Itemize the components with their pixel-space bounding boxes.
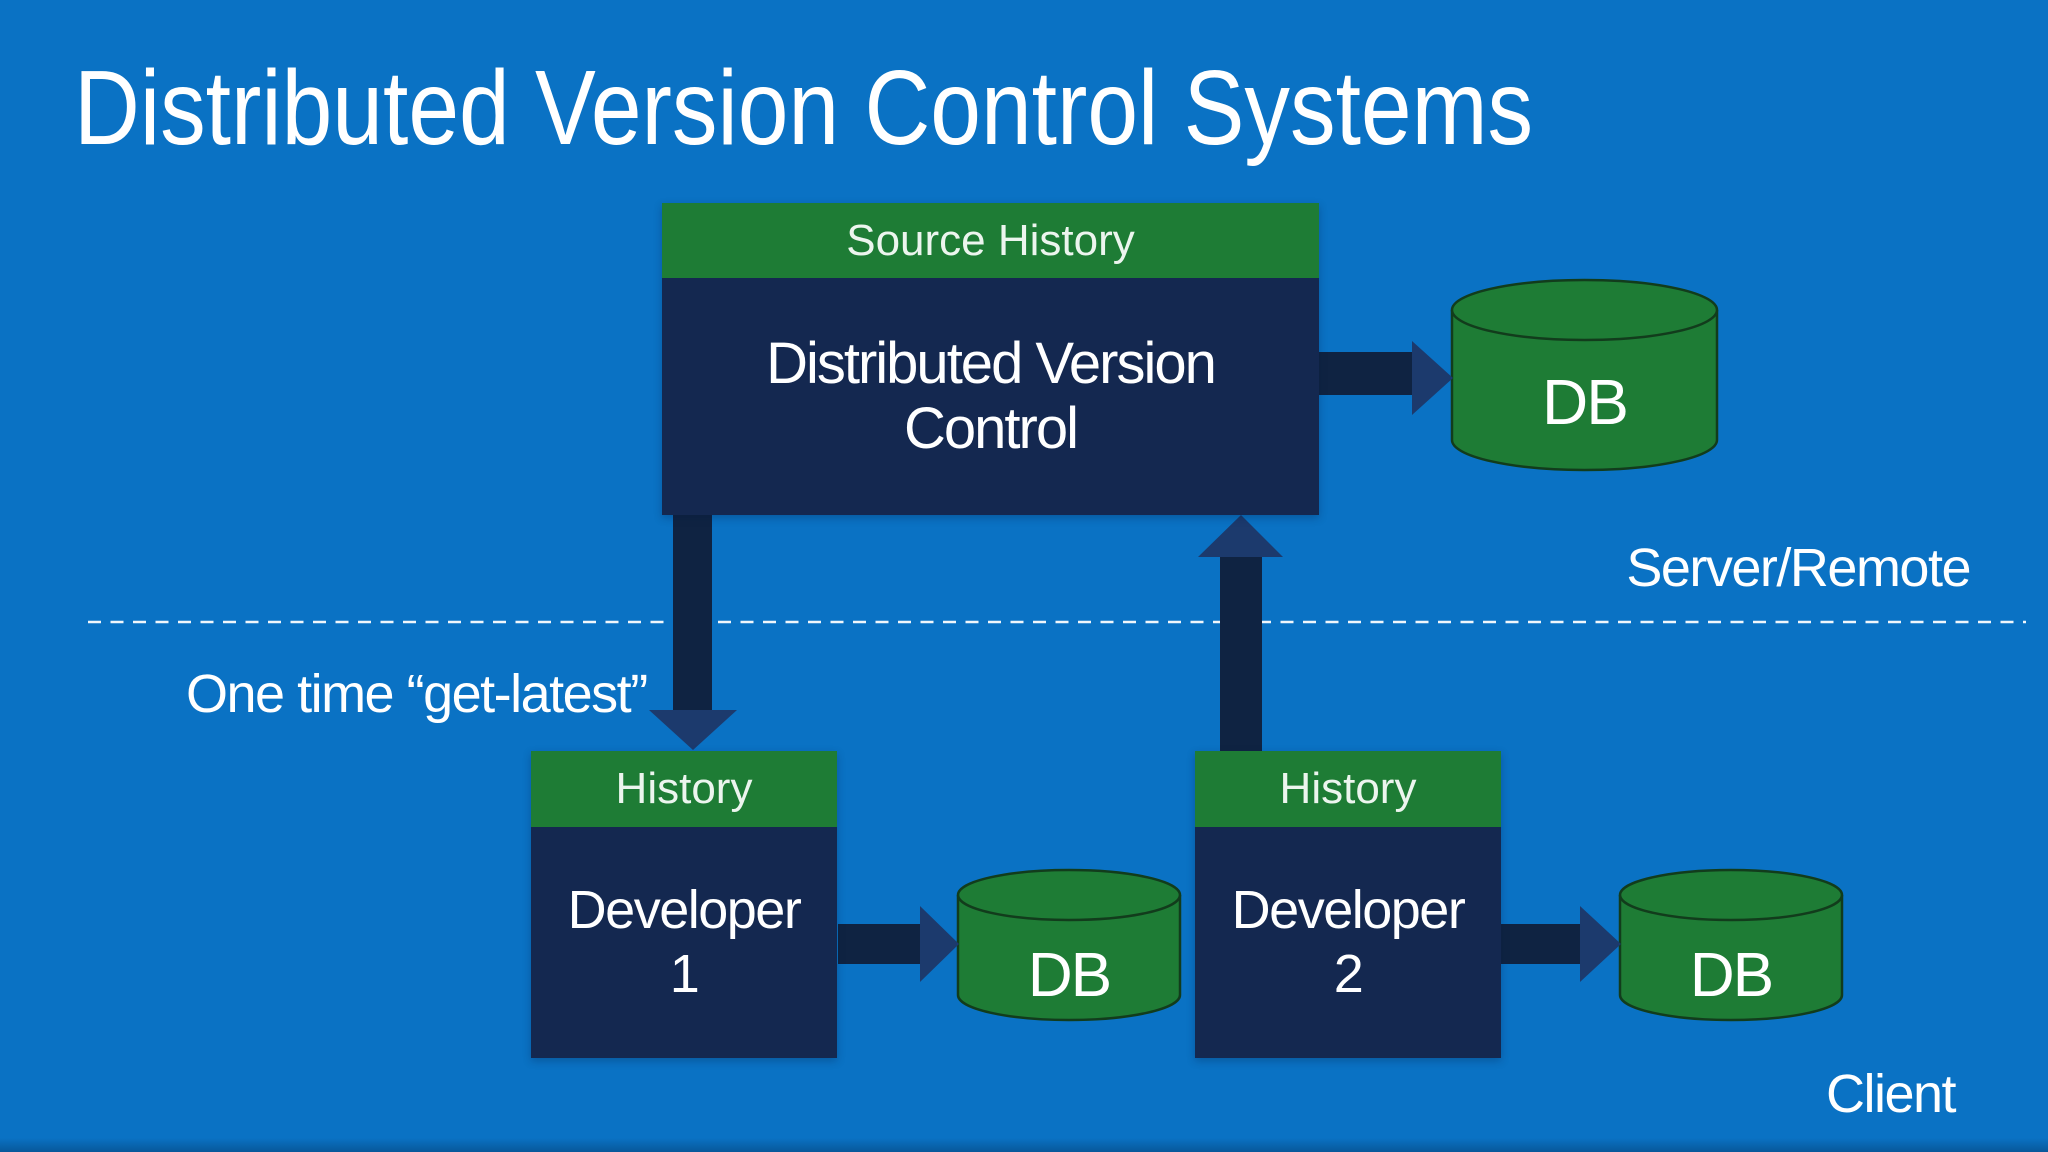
page-title: Distributed Version Control Systems	[74, 49, 1534, 167]
server-db-cylinder-top	[1450, 278, 1719, 342]
dvc-box: Source History Distributed Version Contr…	[662, 203, 1319, 515]
dev2-box: History Developer 2	[1195, 751, 1501, 1058]
dev2-db-label: DB	[1689, 941, 1774, 1010]
dev1-db-label: DB	[1027, 941, 1112, 1010]
server-db-label: DB	[1542, 366, 1629, 438]
arrow-dev1-to-db	[838, 906, 959, 982]
dev1-body-label: Developer 1	[567, 879, 802, 1004]
arrow-dvc-to-server-db	[1319, 341, 1453, 415]
arrow-dvc-to-dev1	[649, 513, 737, 750]
dev1-db-cylinder-body	[956, 895, 1182, 1022]
arrow-dev2-to-db-shaft	[1500, 924, 1580, 964]
server-db-cylinder-body	[1450, 310, 1719, 472]
dev1-header-label: History	[615, 764, 753, 813]
arrow-dev1-to-db-head	[920, 906, 959, 982]
dev2-body-label: Developer 2	[1231, 879, 1466, 1004]
arrow-dvc-to-server-db-head	[1412, 341, 1453, 415]
dev1-header: History	[531, 751, 837, 827]
arrow-dev2-to-dvc-head	[1198, 515, 1283, 557]
server-db-cylinder	[1450, 278, 1719, 472]
dev2-db-cylinder-body	[1618, 895, 1844, 1022]
arrow-dvc-to-dev1-shaft	[673, 513, 712, 712]
dev2-header: History	[1195, 751, 1501, 827]
dev1-db-cylinder	[956, 868, 1182, 1022]
arrow-dev2-to-dvc	[1198, 515, 1283, 751]
arrow-dvc-to-dev1-head	[649, 710, 737, 750]
dvc-header: Source History	[662, 203, 1319, 278]
dev1-body: Developer 1	[531, 827, 837, 1058]
dev2-header-label: History	[1279, 764, 1417, 813]
dvc-body-label: Distributed Version Control	[766, 330, 1217, 461]
arrow-dev2-to-db	[1500, 906, 1621, 982]
arrow-dev2-to-dvc-shaft	[1220, 555, 1262, 751]
get-latest-annotation: One time “get-latest”	[186, 664, 648, 724]
dev2-db-cylinder-top	[1618, 868, 1844, 922]
arrow-dev1-to-db-shaft	[838, 924, 920, 964]
arrow-dvc-to-server-db-shaft	[1319, 352, 1412, 395]
client-region-label: Client	[1826, 1064, 1957, 1124]
dev1-db-cylinder-top	[956, 868, 1182, 922]
dev2-db-cylinder	[1618, 868, 1844, 1022]
arrow-dev2-to-db-head	[1580, 906, 1621, 982]
dvc-body: Distributed Version Control	[662, 278, 1319, 515]
dev1-box: History Developer 1	[531, 751, 837, 1058]
dvc-header-label: Source History	[846, 215, 1135, 265]
dev2-body: Developer 2	[1195, 827, 1501, 1058]
server-region-label: Server/Remote	[1626, 538, 1971, 598]
